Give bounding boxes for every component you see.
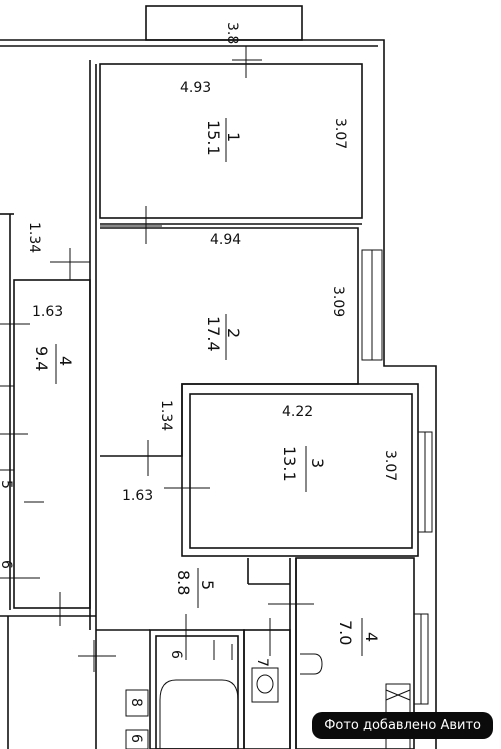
- shelf-6-label: 6: [128, 734, 144, 743]
- room-5-area: 8.8: [174, 570, 193, 595]
- toilet-outline: [243, 629, 291, 749]
- mid-163-label: 1.63: [122, 488, 153, 504]
- outer-wall-top: [0, 39, 385, 250]
- room-2-number: 2: [224, 328, 243, 338]
- room-4-left-outline: [13, 279, 91, 609]
- left-163-label: 1.63: [32, 304, 63, 320]
- room-3-depth: 3.07: [382, 450, 398, 481]
- room-1-width: 4.93: [180, 80, 211, 96]
- room-3-area: 13.1: [280, 446, 299, 482]
- room-1-number: 1: [224, 132, 243, 142]
- room-4-left-area: 9.4: [32, 346, 51, 371]
- toilet-bowl-icon: [256, 674, 274, 694]
- toilet-7-label: 7: [254, 658, 270, 667]
- room-3-outline: [189, 393, 413, 549]
- room-2-depth: 3.09: [330, 286, 346, 317]
- small-5-label: 5: [0, 480, 14, 489]
- balcony-dimension: 3.8: [224, 22, 240, 44]
- stove-line: [385, 689, 411, 701]
- room-4-left-number: 4: [56, 356, 75, 366]
- mid-134-label: 1.34: [158, 400, 174, 431]
- avito-watermark: Фото добавлено Авито: [312, 712, 493, 739]
- room-3-number: 3: [308, 458, 327, 468]
- room-2-width: 4.94: [210, 232, 241, 248]
- room-5-number: 5: [198, 580, 217, 590]
- shelf: [125, 729, 149, 749]
- room-2-area: 17.4: [204, 316, 223, 352]
- small-6-label: 6: [0, 560, 14, 569]
- bath-6-label: 6: [168, 650, 184, 659]
- room-4-right-area: 7.0: [336, 620, 355, 645]
- outer-wall-right: [383, 250, 437, 749]
- room-1-outline: [99, 63, 363, 219]
- sink-icon: [300, 653, 323, 675]
- bathtub-icon: [159, 679, 239, 749]
- shelf-8-label: 8: [128, 698, 144, 707]
- room-4-right-number: 4: [362, 632, 381, 642]
- room-1-depth: 3.07: [332, 118, 348, 149]
- bathroom-outline: [149, 629, 245, 749]
- toilet-icon: [251, 667, 279, 703]
- room-1-area: 15.1: [204, 120, 223, 156]
- balcony-outline: [145, 5, 303, 41]
- room-2-outline: [100, 227, 359, 457]
- bathroom-inner: [155, 635, 239, 749]
- left-134-label: 1.34: [26, 222, 42, 253]
- room-3-width: 4.22: [282, 404, 313, 420]
- shelf: [125, 689, 149, 717]
